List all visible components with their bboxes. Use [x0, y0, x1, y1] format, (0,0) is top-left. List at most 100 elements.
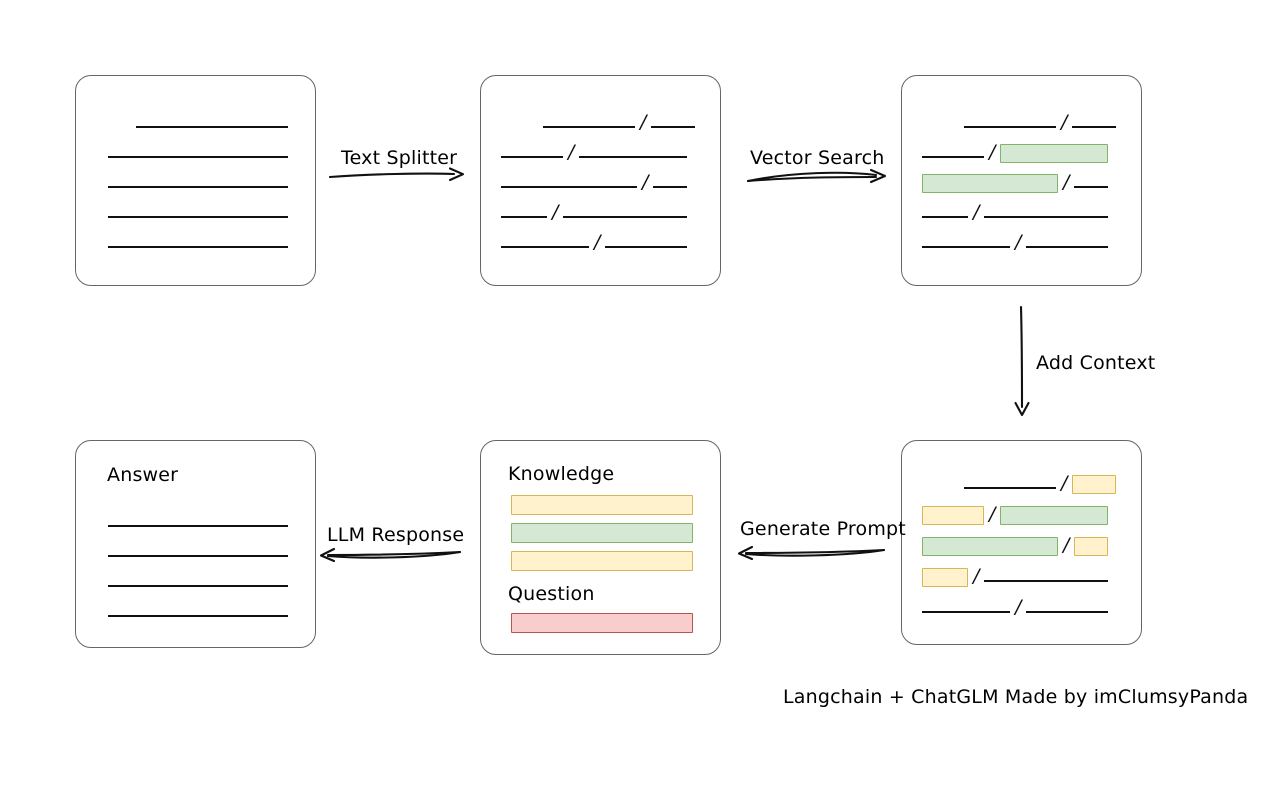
text-row [108, 513, 288, 531]
row-line-segment [108, 156, 288, 158]
text-row: / [501, 111, 696, 133]
row-line-segment [984, 216, 1109, 218]
text-row [108, 603, 288, 621]
text-row [108, 144, 288, 162]
row-highlight-green [922, 173, 1058, 193]
prompt-bar-yellow [511, 551, 693, 571]
text-row: / [922, 141, 1109, 163]
text-row: / [922, 565, 1109, 587]
prompt-bar-red [511, 613, 693, 633]
row-highlight-yellow [1074, 536, 1109, 556]
answer-rows [76, 441, 315, 647]
edge-text-splitter-label: Text Splitter [341, 147, 458, 169]
split-chunks-rows: / / / / / [481, 76, 720, 285]
text-row: / [922, 171, 1109, 193]
row-line-segment [108, 186, 288, 188]
row-line-segment [1072, 126, 1117, 128]
row-slash: / [989, 141, 996, 163]
knowledge-title: Knowledge [508, 463, 615, 485]
text-row [108, 204, 288, 222]
row-slash: / [568, 141, 575, 163]
edge-add-context-label: Add Context [1036, 352, 1156, 374]
row-line-segment [108, 615, 288, 617]
row-line-segment [563, 216, 688, 218]
row-line-segment [108, 246, 288, 248]
text-row: / [922, 503, 1109, 525]
edge-llm-response [319, 547, 462, 564]
row-highlight-yellow [1072, 474, 1117, 494]
row-slash: / [642, 171, 649, 193]
row-line-segment [653, 186, 688, 188]
text-row [108, 543, 288, 561]
prompt-bar-yellow [511, 495, 693, 515]
text-row [108, 114, 288, 132]
text-row: / [922, 201, 1109, 223]
row-line-segment [922, 611, 1010, 613]
row-line-segment [922, 216, 968, 218]
row-line-segment [108, 525, 288, 527]
row-indent [922, 123, 964, 124]
node-matched-chunks[interactable]: / / / / / [901, 75, 1142, 286]
row-highlight-green [1000, 505, 1109, 525]
text-row [108, 573, 288, 591]
node-source-document[interactable] [75, 75, 316, 286]
row-line-segment [964, 126, 1056, 128]
row-line-segment [605, 246, 688, 248]
text-row: / [922, 536, 1109, 556]
matched-chunks-rows: / / / / / [902, 76, 1141, 285]
text-row: / [501, 171, 688, 193]
text-row: / [922, 111, 1117, 133]
row-highlight-green [922, 536, 1058, 556]
row-highlight-green [1000, 143, 1109, 163]
edge-generate-prompt [737, 545, 886, 561]
row-line-segment [136, 126, 288, 128]
row-line-segment [964, 487, 1056, 489]
row-line-segment [108, 216, 288, 218]
answer-title: Answer [107, 464, 179, 486]
node-answer[interactable]: Answer [75, 440, 316, 648]
row-line-segment [501, 186, 637, 188]
row-line-segment [108, 585, 288, 587]
row-slash: / [594, 231, 601, 253]
row-line-segment [543, 126, 635, 128]
row-line-segment [108, 555, 288, 557]
footer-credit: Langchain + ChatGLM Made by imClumsyPand… [783, 686, 1249, 708]
row-slash: / [973, 201, 980, 223]
row-slash: / [973, 565, 980, 587]
row-indent [922, 484, 964, 485]
row-line-segment [651, 126, 696, 128]
prompt-bar-green [511, 523, 693, 543]
row-slash: / [552, 201, 559, 223]
row-slash: / [989, 503, 996, 525]
question-title: Question [508, 583, 595, 605]
context-added-rows: / / / / / [902, 441, 1141, 644]
row-line-segment [984, 580, 1109, 582]
row-highlight-yellow [922, 505, 984, 525]
row-line-segment [501, 216, 547, 218]
node-context-added[interactable]: / / / / / [901, 440, 1142, 645]
node-split-chunks[interactable]: / / / / / [480, 75, 721, 286]
row-slash: / [640, 111, 647, 133]
text-row [108, 174, 288, 192]
text-row [108, 234, 288, 252]
text-row: / [501, 231, 688, 253]
row-line-segment [501, 246, 589, 248]
row-line-segment [1026, 611, 1109, 613]
row-line-segment [922, 156, 984, 158]
row-line-segment [579, 156, 688, 158]
source-document-rows [76, 76, 315, 285]
text-row: / [501, 141, 688, 163]
text-row: / [501, 201, 688, 223]
edge-add-context [1012, 305, 1032, 417]
text-row: / [922, 233, 1109, 252]
text-row: / [922, 596, 1109, 618]
edge-vector-search [746, 168, 888, 186]
row-line-segment [922, 246, 1010, 248]
row-slash: / [1061, 111, 1068, 133]
row-slash: / [1063, 171, 1070, 193]
row-slash: / [1061, 472, 1068, 494]
row-slash: / [1015, 596, 1022, 618]
node-prompt[interactable]: Knowledge Question [480, 440, 721, 655]
row-line-segment [1026, 246, 1109, 248]
